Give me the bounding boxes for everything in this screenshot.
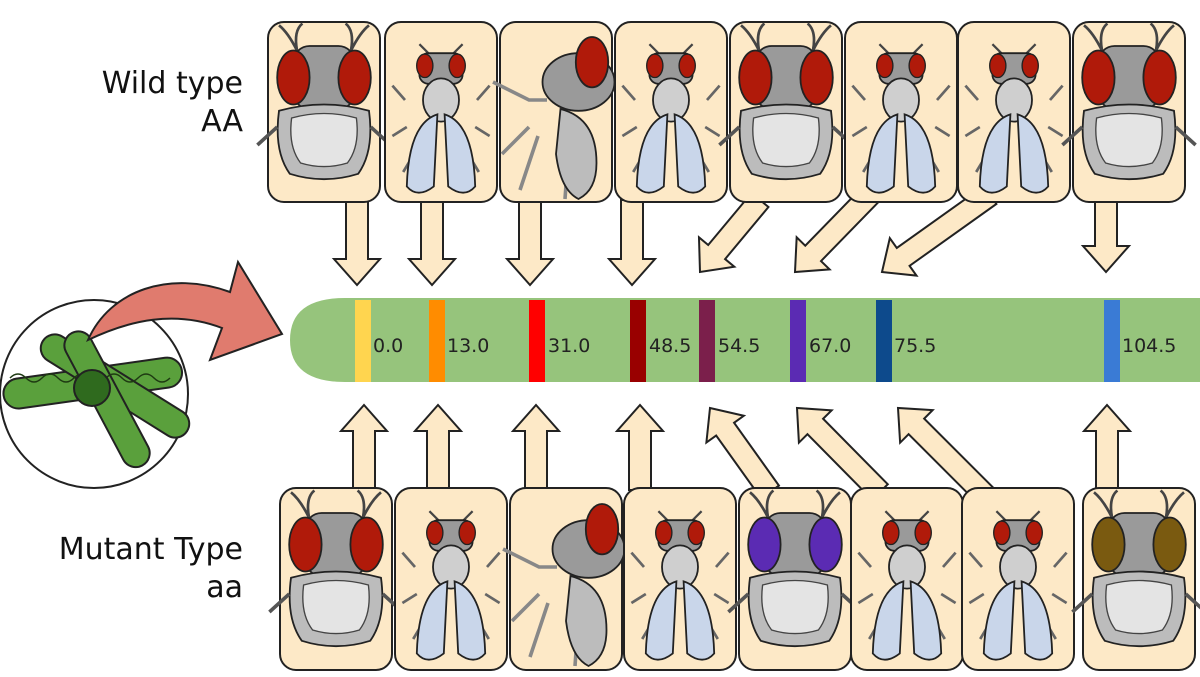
- marker-band-1: [429, 300, 445, 382]
- mutant-genotype-label: aa: [206, 570, 243, 605]
- mutant-panel-3: [623, 487, 737, 671]
- chromosome-illustration: [0, 259, 284, 489]
- mutant-panel-7: [1070, 487, 1200, 671]
- marker-position-4: 54.5: [718, 335, 760, 357]
- marker-band-2: [529, 300, 545, 382]
- mutant-arrow-1: [412, 403, 464, 491]
- wild-arrow-0: [331, 199, 383, 287]
- marker-band-7: [1104, 300, 1120, 382]
- marker-band-3: [630, 300, 646, 382]
- curved-arrow-icon: [85, 259, 284, 362]
- marker-band-0: [355, 300, 371, 382]
- wild-arrow-2: [504, 199, 556, 287]
- marker-band-5: [790, 300, 806, 382]
- wild-panel-7: [1060, 21, 1198, 203]
- mutant-arrow-2: [510, 403, 562, 491]
- wild-genotype-label: AA: [201, 104, 243, 139]
- mutant-panel-5: [850, 487, 964, 671]
- mutant-arrow-4: [705, 406, 781, 500]
- mutant-panel-0: [267, 487, 405, 671]
- wild-panel-5: [844, 21, 958, 203]
- mutant-arrow-3: [614, 403, 666, 491]
- wild-panel-1: [384, 21, 498, 203]
- wild-panel-0: [255, 21, 393, 203]
- mutant-panel-6: [961, 487, 1075, 671]
- wild-arrow-6: [880, 184, 998, 277]
- wild-type-label: Wild type: [102, 66, 243, 101]
- mutant-panel-4: [726, 487, 864, 671]
- marker-position-3: 48.5: [649, 335, 691, 357]
- wild-arrow-1: [406, 199, 458, 287]
- mutant-arrow-7: [1081, 403, 1133, 491]
- wild-panel-4: [717, 21, 855, 203]
- wild-arrow-3: [606, 199, 658, 287]
- mutant-panel-2: [501, 487, 627, 671]
- marker-position-7: 104.5: [1122, 335, 1176, 357]
- marker-position-6: 75.5: [894, 335, 936, 357]
- wild-arrow-7: [1080, 199, 1132, 274]
- marker-position-5: 67.0: [809, 335, 851, 357]
- marker-position-1: 13.0: [447, 335, 489, 357]
- wild-panel-2: [491, 21, 617, 203]
- wild-arrow-4: [697, 191, 770, 274]
- mutant-panel-1: [394, 487, 508, 671]
- mutant-arrow-5: [795, 406, 890, 502]
- wild-panel-3: [614, 21, 728, 203]
- chromosome-bar: [290, 298, 1200, 382]
- marker-position-2: 31.0: [548, 335, 590, 357]
- marker-position-0: 0.0: [373, 335, 403, 357]
- marker-band-4: [699, 300, 715, 382]
- marker-band-6: [876, 300, 892, 382]
- mutant-type-label: Mutant Type: [59, 532, 243, 567]
- wild-arrow-5: [793, 185, 880, 274]
- mutant-arrow-0: [338, 403, 390, 491]
- wild-panel-6: [957, 21, 1071, 203]
